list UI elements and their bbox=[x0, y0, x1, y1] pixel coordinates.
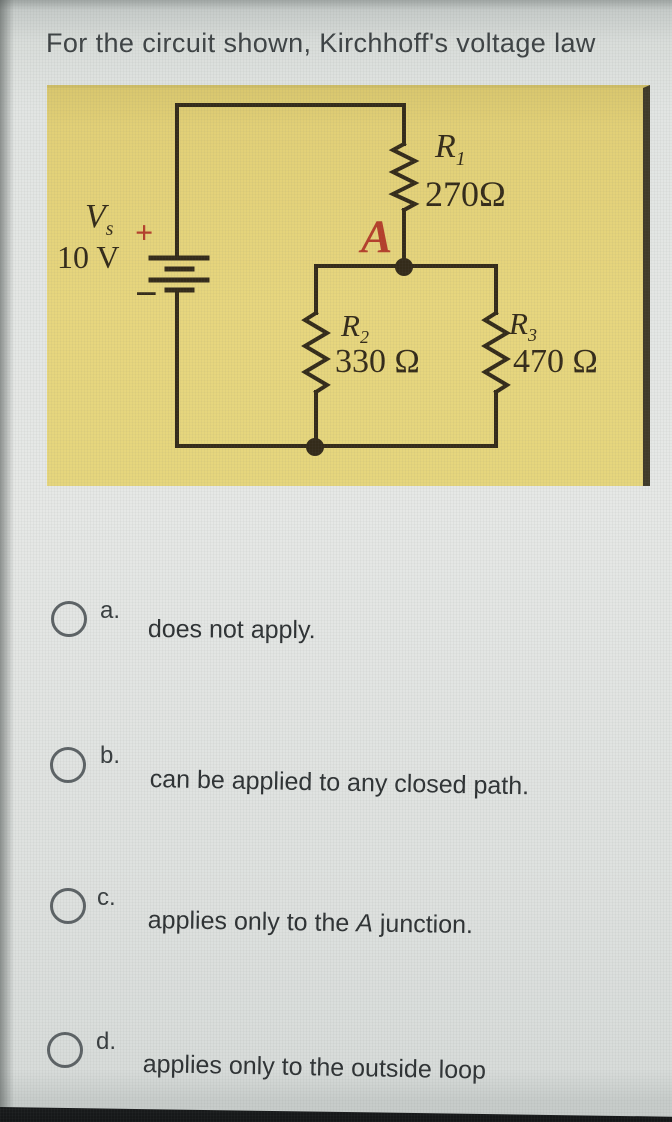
option-letter-d: d. bbox=[96, 1028, 117, 1055]
radio-option-a[interactable] bbox=[51, 601, 87, 637]
option-text-b[interactable]: can be applied to any closed path. bbox=[149, 765, 530, 801]
option-letter-a: a. bbox=[100, 597, 121, 624]
circuit-svg bbox=[148, 103, 511, 456]
bottom-node-dot bbox=[306, 438, 324, 456]
junction-a-dot bbox=[395, 258, 413, 276]
screen-bezel-bar bbox=[0, 1107, 672, 1122]
r1-value-label: 270Ω bbox=[425, 174, 506, 214]
option-text-c[interactable]: applies only to the A junction. bbox=[147, 906, 474, 940]
resistor-r3-symbol bbox=[481, 310, 511, 395]
option-letter-c: c. bbox=[97, 884, 116, 911]
r2-value-label: 330 Ω bbox=[335, 343, 420, 380]
battery-plus-sign: + bbox=[135, 214, 154, 250]
resistor-r2-symbol bbox=[301, 310, 331, 395]
option-letter-b: b. bbox=[100, 742, 121, 769]
source-name-label: Vs bbox=[85, 198, 114, 240]
page-title: For the circuit shown, Kirchhoff's volta… bbox=[46, 28, 596, 58]
r1-name-label: R1 bbox=[435, 128, 466, 170]
bottom-wire bbox=[175, 290, 498, 448]
resistor-r1-symbol bbox=[388, 141, 420, 213]
r3-name-label: R3 bbox=[509, 306, 537, 346]
battery-minus-sign: − bbox=[135, 271, 158, 316]
option-text-a[interactable]: does not apply. bbox=[147, 615, 316, 645]
junction-a-label: A bbox=[361, 211, 393, 263]
radio-option-d[interactable] bbox=[47, 1032, 83, 1068]
circuit-figure: Vs + 10 V − A R1 270Ω R2 330 Ω R3 470 Ω bbox=[47, 85, 650, 486]
r2-name-label: R2 bbox=[341, 308, 369, 348]
battery-symbol bbox=[148, 255, 210, 293]
photo-left-shadow bbox=[0, 0, 14, 1122]
radio-option-c[interactable] bbox=[50, 888, 86, 924]
source-value-label: 10 V bbox=[57, 239, 120, 275]
outer-loop-wire-top bbox=[175, 103, 406, 258]
r3-value-label: 470 Ω bbox=[513, 343, 598, 380]
radio-option-b[interactable] bbox=[50, 747, 86, 783]
option-text-d[interactable]: applies only to the outside loop bbox=[142, 1050, 487, 1085]
